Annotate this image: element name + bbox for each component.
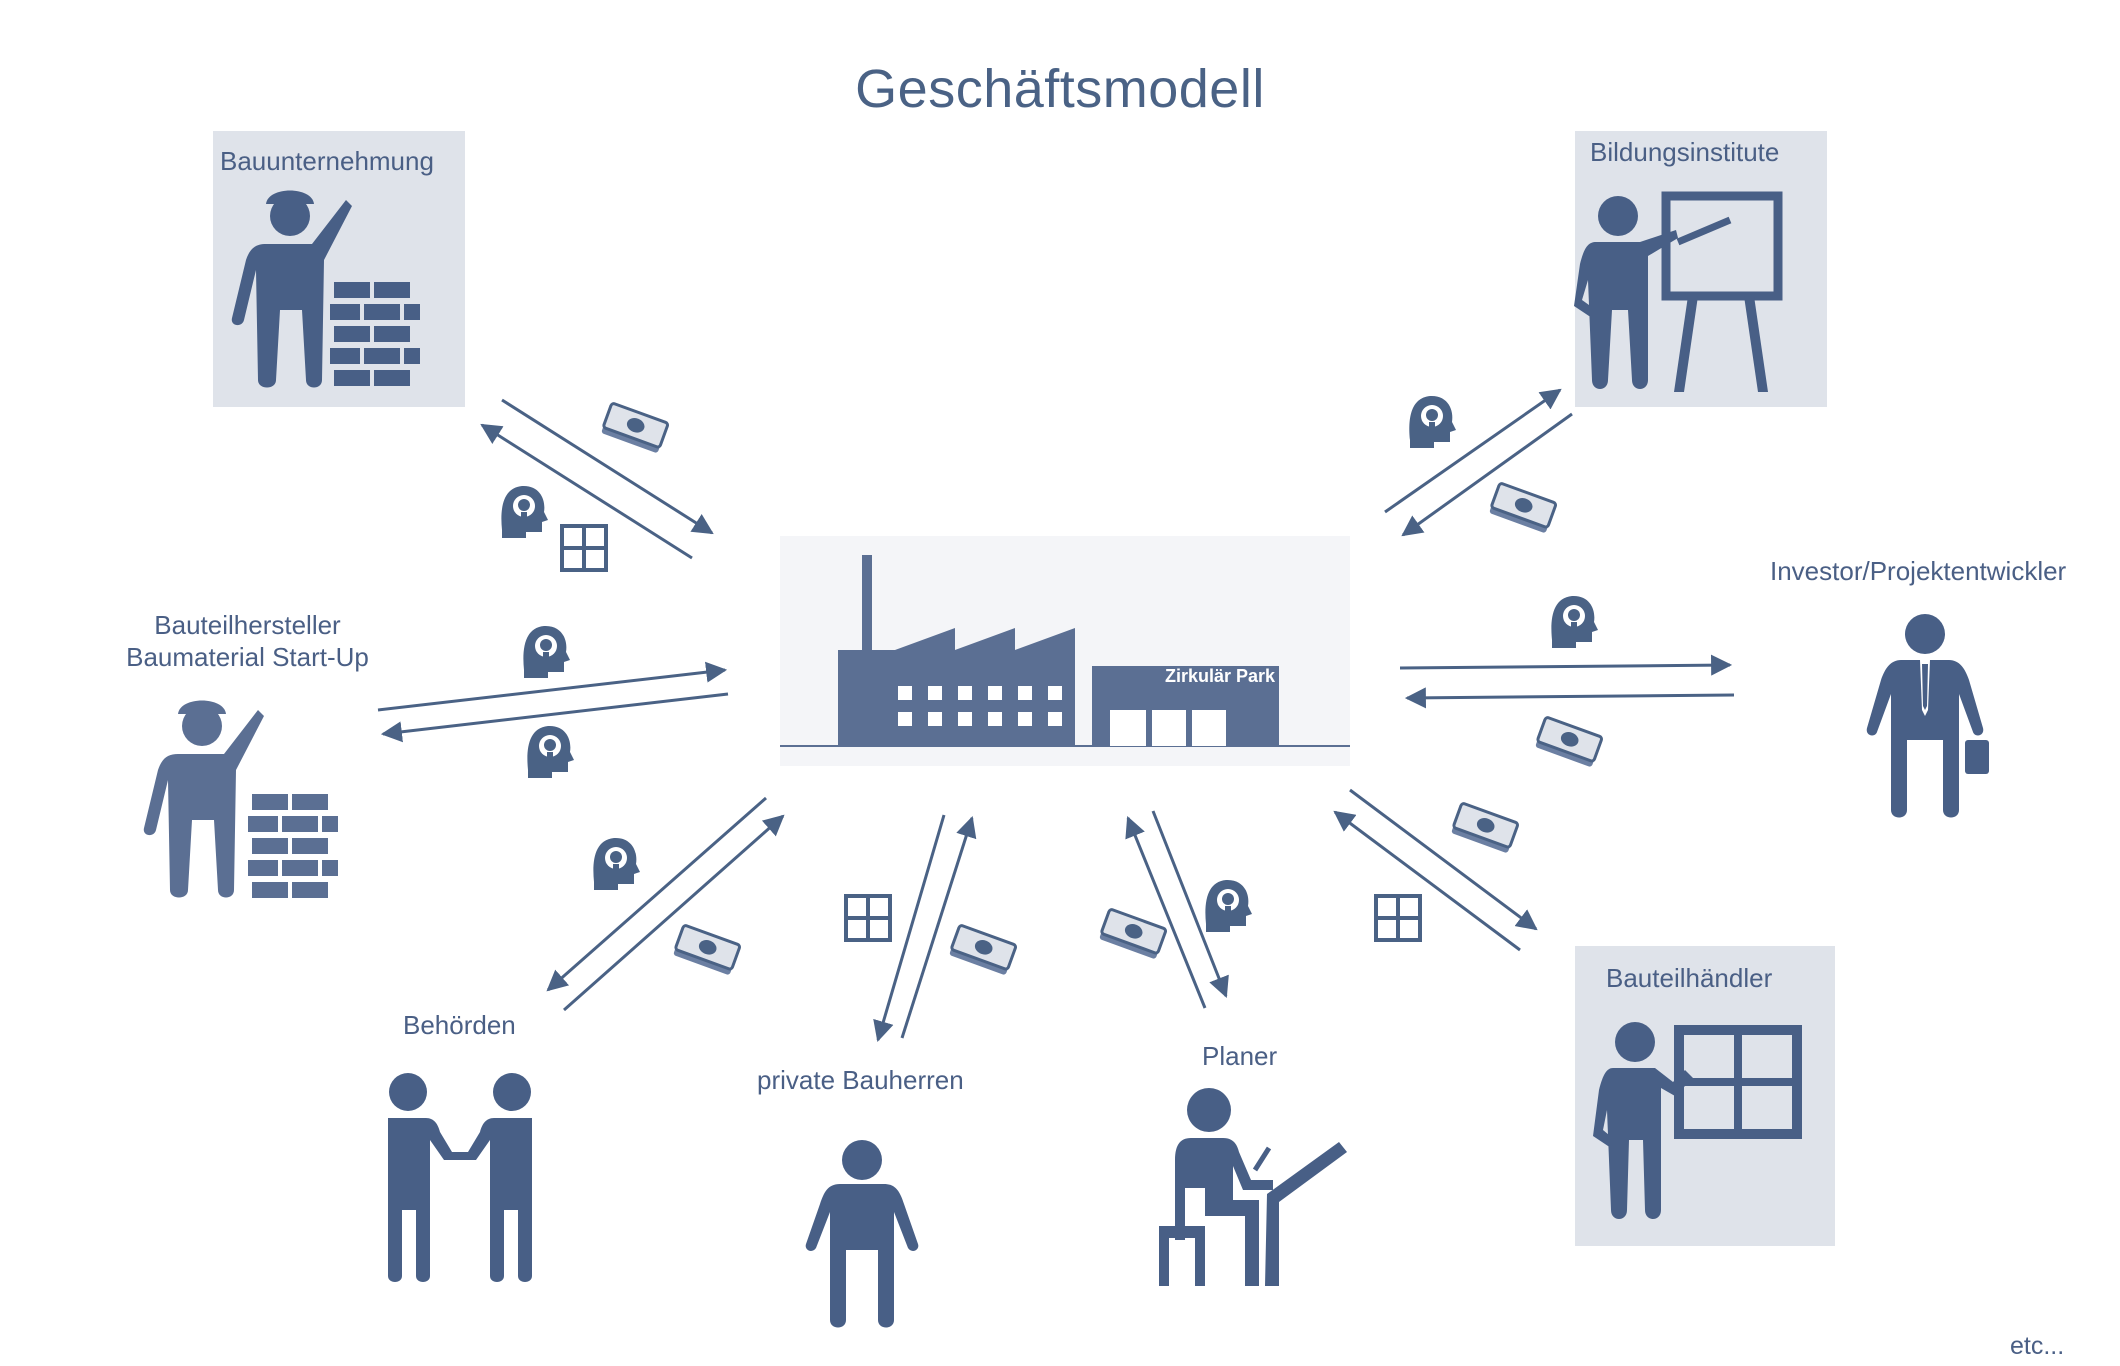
idea-head-icon — [1550, 594, 1599, 649]
arrow — [1399, 654, 1733, 676]
factory-label: Zirkulär Park — [1165, 666, 1276, 686]
window-icon — [560, 524, 608, 572]
idea-head-icon — [522, 624, 571, 679]
arrow — [380, 692, 729, 743]
arrow — [563, 814, 785, 1012]
arrow — [480, 423, 693, 560]
arrow — [1333, 810, 1521, 952]
label-bauteilhersteller: Bauteilhersteller — [154, 610, 341, 640]
arrow — [1404, 687, 1735, 709]
idea-head-icon — [526, 724, 575, 779]
arrow — [377, 661, 728, 712]
person-icon — [805, 1140, 919, 1328]
arrow — [501, 398, 714, 535]
money-icon — [1533, 715, 1604, 769]
idea-head-icon — [592, 836, 641, 891]
label-bauunternehmung: Bauunternehmung — [220, 146, 434, 176]
money-icon — [671, 923, 742, 977]
factory-icon: Zirkulär Park — [780, 536, 1350, 766]
page-title: Geschäftsmodell — [855, 59, 1265, 119]
arrow — [1151, 810, 1229, 998]
label-etc: etc... — [2010, 1332, 2065, 1360]
money-icon — [947, 923, 1018, 977]
window-presenter-icon — [1593, 1022, 1802, 1219]
arrow — [1401, 412, 1573, 537]
idea-head-icon — [1204, 878, 1253, 933]
label-planer: Planer — [1202, 1041, 1278, 1071]
money-icon — [1097, 907, 1168, 961]
label-bildungsinstitute: Bildungsinstitute — [1590, 137, 1780, 167]
money-icon — [599, 401, 670, 455]
flow-arrows — [377, 388, 1735, 1043]
label-investor: Investor/Projektentwickler — [1770, 556, 2067, 586]
teacher-icon — [1574, 191, 1783, 392]
arrow — [900, 815, 977, 1039]
label-bauteilhaendler: Bauteilhändler — [1606, 963, 1773, 993]
label-behoerden: Behörden — [403, 1010, 516, 1040]
idea-head-icon — [1408, 394, 1457, 449]
label-baumaterial-startup: Baumaterial Start-Up — [126, 642, 369, 672]
arrow — [1349, 788, 1538, 931]
idea-head-icon — [500, 484, 549, 539]
arrow — [546, 796, 767, 992]
arrow — [1384, 388, 1562, 514]
planner-icon — [1159, 1088, 1347, 1286]
window-icon — [844, 894, 892, 942]
worker-icon — [231, 190, 420, 388]
label-private-bauherren: private Bauherren — [757, 1065, 964, 1095]
investor-icon — [1866, 614, 1989, 818]
money-icon — [1487, 481, 1558, 535]
worker-icon — [143, 700, 338, 898]
handshake-icon — [388, 1073, 532, 1282]
arrow — [1125, 816, 1207, 1009]
money-icon — [1449, 801, 1520, 855]
arrow — [873, 814, 946, 1043]
window-icon — [1374, 894, 1422, 942]
